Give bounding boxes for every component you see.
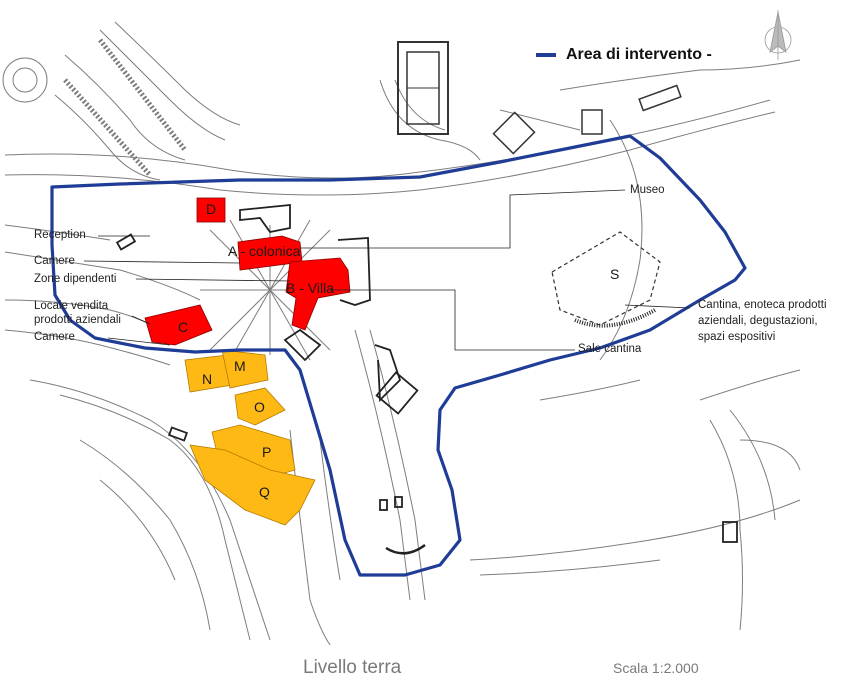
label-cantina-1: Cantina, enoteca prodotti bbox=[698, 299, 827, 311]
level-title: Livello terra bbox=[303, 657, 402, 678]
building-b-shape bbox=[285, 257, 351, 331]
building-n-label: N bbox=[202, 371, 213, 387]
legend: Area di intervento - bbox=[536, 46, 712, 64]
label-cantina-2: aziendali, degustazioni, bbox=[698, 315, 818, 327]
legend-label: Area di intervento - bbox=[566, 46, 712, 63]
label-locale-vendita-1: Locale vendita bbox=[34, 300, 109, 312]
legend-swatch bbox=[536, 53, 556, 57]
label-zone-dipendenti: Zone dipendenti bbox=[34, 273, 117, 285]
north-arrow-icon bbox=[764, 10, 792, 60]
label-reception: Reception bbox=[34, 229, 86, 241]
orange-buildings bbox=[184, 349, 316, 526]
tennis-court bbox=[397, 41, 449, 135]
building-b-label: B - Villa bbox=[286, 280, 334, 296]
building-m-label: M bbox=[234, 358, 246, 374]
building-c-label: C bbox=[178, 319, 189, 335]
building-q-shape bbox=[189, 444, 316, 526]
building-o-label: O bbox=[254, 399, 265, 415]
building-d-label: D bbox=[206, 201, 217, 217]
building-c-shape bbox=[144, 304, 213, 346]
label-locale-vendita-2: prodotti aziendali bbox=[34, 314, 121, 326]
label-museo: Museo bbox=[630, 184, 665, 196]
building-a-shape bbox=[237, 235, 303, 271]
label-camere-top: Camere bbox=[34, 255, 75, 267]
area-s bbox=[551, 231, 661, 326]
red-buildings bbox=[144, 197, 351, 346]
building-q-label: Q bbox=[259, 484, 270, 500]
building-o-shape bbox=[234, 387, 286, 426]
building-p-label: P bbox=[262, 444, 272, 460]
scale-label: Scala 1:2.000 bbox=[613, 660, 699, 676]
label-cantina-3: spazi espositivi bbox=[698, 331, 776, 343]
building-d-shape bbox=[196, 197, 226, 223]
label-sale-cantina: Sale cantina bbox=[578, 343, 642, 355]
label-camere-bottom: Camere bbox=[34, 331, 75, 343]
building-s-label: S bbox=[610, 266, 620, 282]
intervention-area-boundary bbox=[50, 134, 747, 577]
building-m-shape bbox=[221, 349, 269, 389]
building-a-label: A - colonica bbox=[228, 243, 301, 259]
